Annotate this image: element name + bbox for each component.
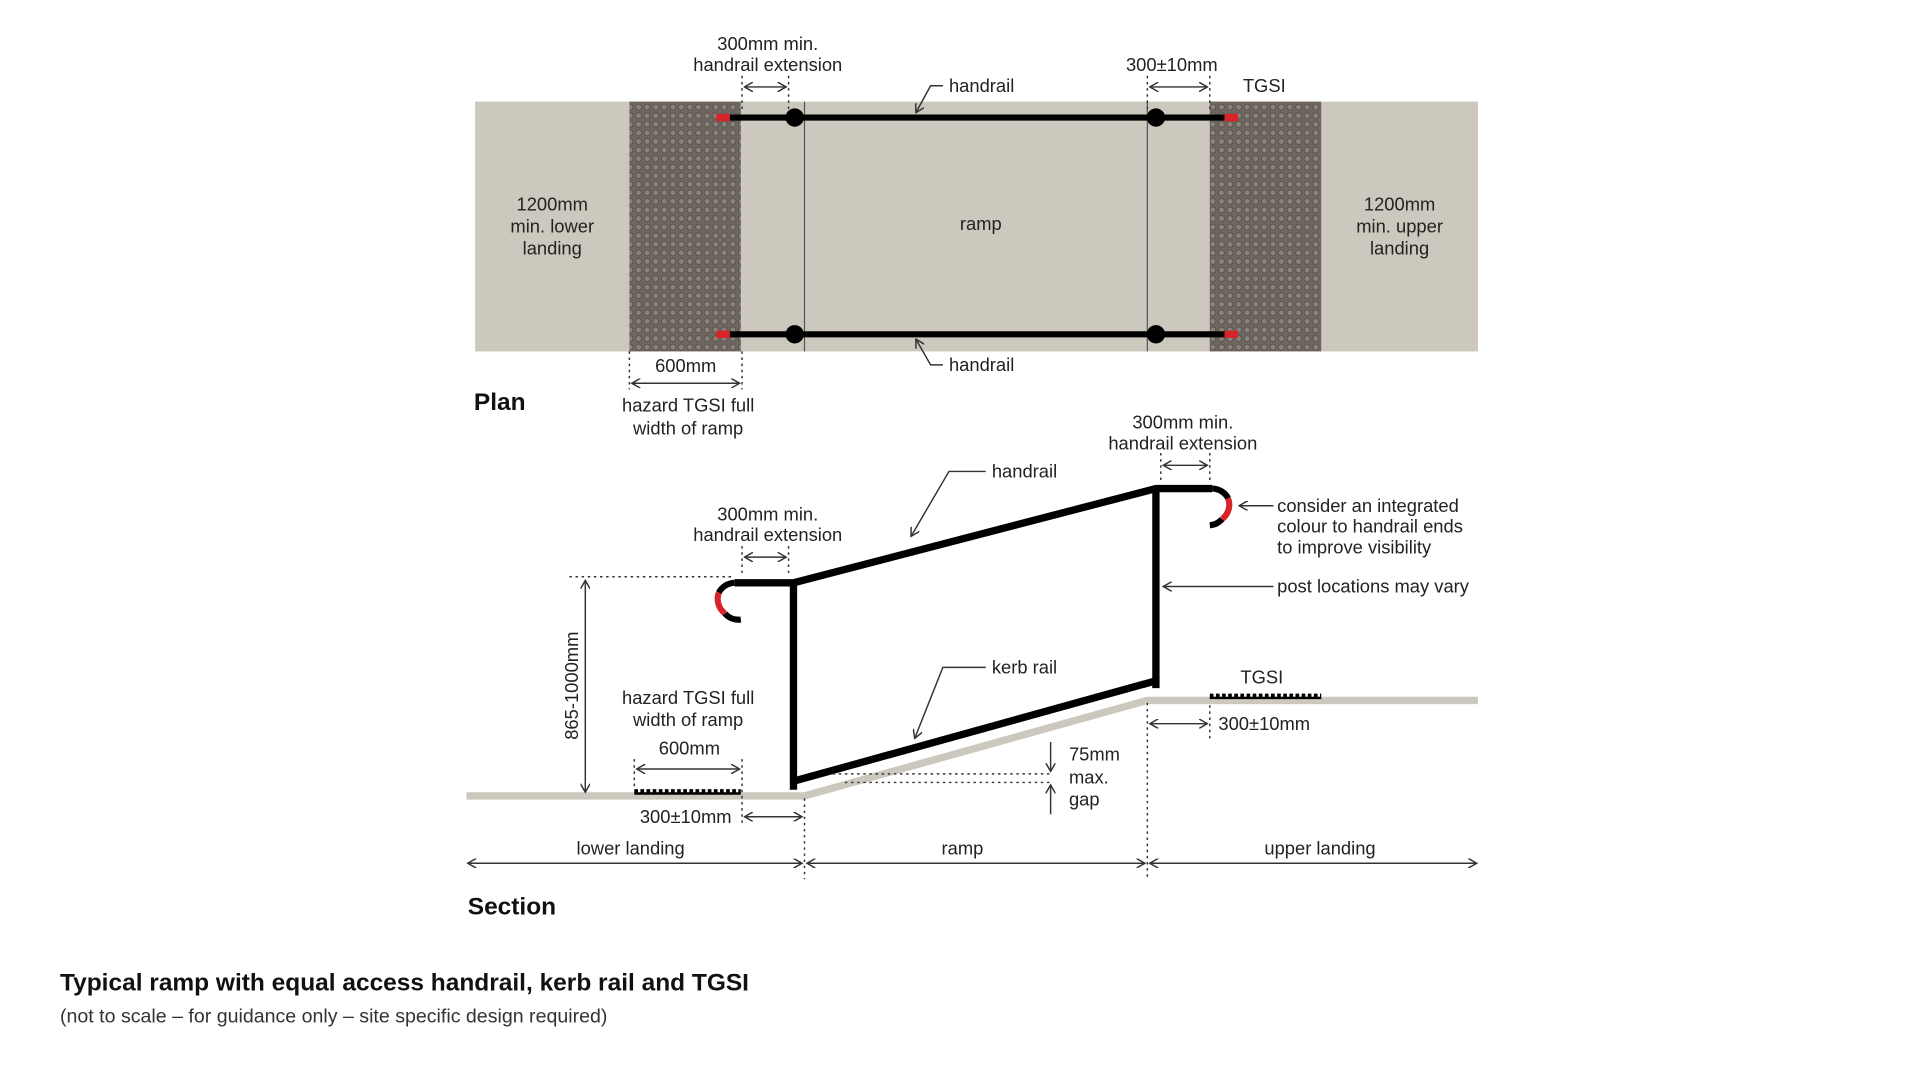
caption-title: Typical ramp with equal access handrail,… [60, 970, 749, 997]
plan-tgsi-upper [1209, 101, 1322, 352]
section-handrail-label: handrail [992, 461, 1057, 482]
plan-tgsi-label: TGSI [1243, 75, 1286, 96]
kerb-rail-label: kerb rail [992, 656, 1057, 677]
section-handrail [734, 484, 1213, 587]
kerb-rail [792, 677, 1157, 785]
plan-handrail-top [716, 108, 1238, 127]
plan-heading: Plan [474, 389, 526, 416]
plan-ext-label: 300mm min.handrail extension [693, 33, 842, 75]
plan-handrail-top-label: handrail [949, 75, 1014, 96]
section-tgsi-upper [1209, 693, 1322, 700]
section-view: 300mm min.handrail extension 300mm min.h… [466, 412, 1478, 921]
section-heading: Section [468, 894, 556, 921]
plan-view: 300mm min.handrail extension handrail ha… [474, 33, 1478, 439]
handrail-end-upper [1211, 485, 1231, 501]
section-tol-right-label: 300±10mm [1218, 713, 1310, 734]
handrail-end-lower [716, 579, 736, 595]
plan-handrail-bottom-label: handrail [949, 354, 1014, 375]
lower-landing-label: lower landing [577, 838, 685, 859]
section-tgsi-lower [634, 789, 741, 795]
section-tgsi-width-label: 600mm [659, 737, 720, 758]
plan-ramp-label: ramp [960, 213, 1002, 234]
upper-landing-label: upper landing [1264, 838, 1375, 859]
section-ext-left-label: 300mm min.handrail extension [693, 503, 842, 545]
plan-tgsi-lower [629, 101, 741, 352]
section-tol-left-label: 300±10mm [640, 806, 732, 827]
section-ext-right-label: 300mm min.handrail extension [1108, 412, 1257, 454]
height-label: 865-1000mm [561, 632, 582, 740]
section-tgsi-label: TGSI [1240, 666, 1283, 687]
ramp-label: ramp [942, 838, 984, 859]
plan-tolerance-label: 300±10mm [1126, 54, 1218, 75]
post-note: post locations may vary [1277, 576, 1470, 597]
section-ground [466, 696, 1478, 800]
plan-tgsi-width-label: 600mm [655, 355, 716, 376]
caption-note: (not to scale – for guidance only – site… [60, 1005, 607, 1027]
plan-handrail-bottom [716, 325, 1238, 344]
